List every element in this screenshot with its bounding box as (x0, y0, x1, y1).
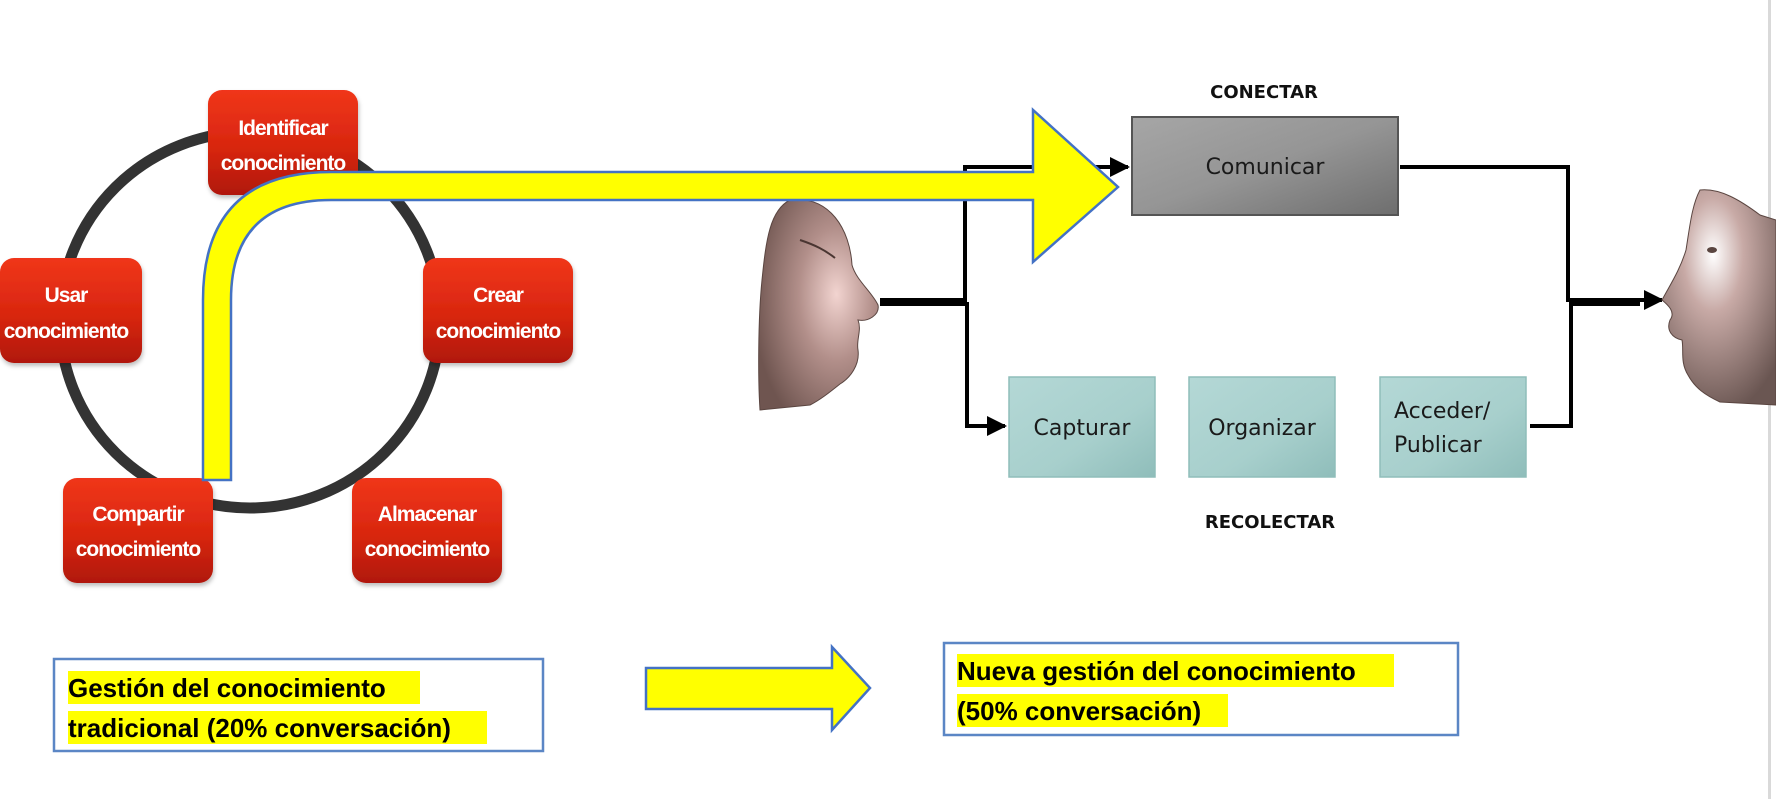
face-right-icon (1661, 189, 1776, 406)
cycle-node-crear[interactable]: Crear conocimiento (423, 258, 573, 363)
connector-from-comunicar (1400, 165, 1664, 310)
cycle-node-label: conocimiento (365, 538, 490, 561)
cycle-node-label: Crear (473, 284, 524, 307)
heading-recolectar: RECOLECTAR (1205, 512, 1335, 533)
box-comunicar-label: Comunicar (1206, 155, 1326, 180)
cycle-node-label: conocimiento (436, 320, 561, 343)
box-capturar-label: Capturar (1034, 416, 1132, 441)
box-acceder-label-2: Publicar (1394, 433, 1483, 458)
cycle-node-label: conocimiento (76, 538, 201, 561)
connector-from-acceder (1530, 302, 1640, 428)
caption-new-line2: (50% conversación) (957, 696, 1201, 726)
cycle-node-label: Compartir (92, 503, 184, 526)
box-organizar[interactable]: Organizar (1188, 376, 1336, 478)
flow-connectors (880, 157, 1664, 436)
caption-traditional: Gestión del conocimiento tradicional (20… (52, 657, 545, 753)
caption-traditional-line1: Gestión del conocimiento (68, 673, 386, 703)
cycle-node-label: conocimiento (4, 320, 129, 343)
box-acceder-label-1: Acceder/ (1394, 399, 1491, 424)
cycle-node-identificar[interactable]: Identificar conocimiento (208, 90, 358, 195)
face-left-icon (758, 199, 879, 411)
box-comunicar[interactable]: Comunicar (1131, 116, 1399, 216)
caption-new-line1: Nueva gestión del conocimiento (957, 656, 1356, 686)
box-capturar[interactable]: Capturar (1008, 376, 1156, 478)
transition-arrow-large (201, 107, 1120, 482)
connector-to-capturar (880, 302, 1007, 436)
cycle-node-label: Usar (45, 284, 89, 307)
cycle-node-label: Almacenar (378, 503, 477, 526)
box-organizar-label: Organizar (1208, 416, 1317, 441)
caption-traditional-line2: tradicional (20% conversación) (68, 713, 451, 743)
heading-conectar: CONECTAR (1210, 82, 1318, 103)
cycle-node-compartir[interactable]: Compartir conocimiento (63, 478, 213, 583)
cycle-node-label: Identificar (238, 117, 328, 140)
cycle-node-usar[interactable]: Usar conocimiento (0, 258, 142, 363)
box-acceder-publicar[interactable]: Acceder/ Publicar (1379, 376, 1527, 478)
cycle-node-almacenar[interactable]: Almacenar conocimiento (352, 478, 502, 583)
cycle-node-label: conocimiento (221, 152, 346, 175)
caption-new: Nueva gestión del conocimiento (50% conv… (942, 641, 1460, 737)
transition-arrow-small (644, 643, 872, 734)
